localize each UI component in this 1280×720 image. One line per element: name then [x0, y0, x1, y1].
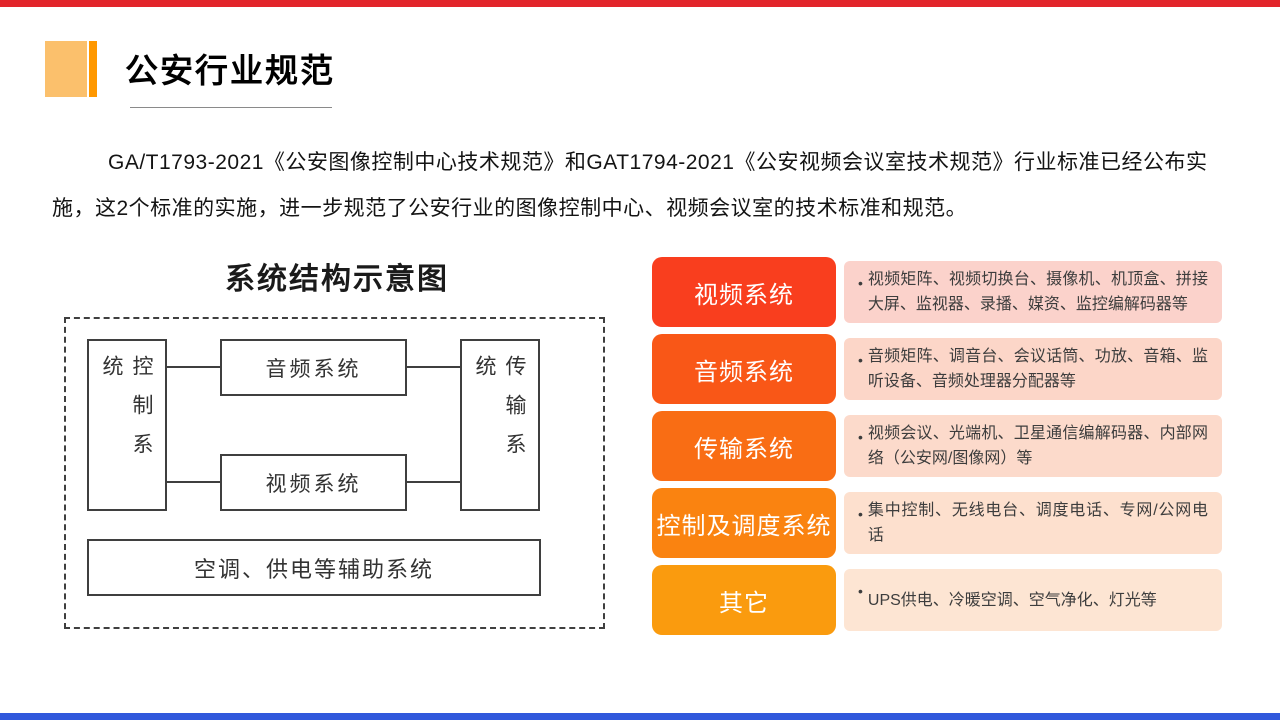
right-panel-row: 控制及调度系统 • 集中控制、无线电台、调度电话、专网/公网电话	[652, 488, 1222, 558]
row-description: • 视频会议、光端机、卫星通信编解码器、内部网络（公安网/图像网）等	[844, 415, 1222, 477]
diagram-box-label: 视频系统	[265, 471, 362, 496]
row-description-text: 音频矩阵、调音台、会议话筒、功放、音箱、监听设备、音频处理器分配器等	[867, 348, 1208, 390]
row-description: • UPS供电、冷暖空调、空气净化、灯光等	[844, 569, 1222, 631]
row-label-control-dispatch-system: 控制及调度系统	[652, 488, 836, 558]
row-description: • 集中控制、无线电台、调度电话、专网/公网电话	[844, 492, 1222, 554]
bullet-icon: •	[858, 506, 863, 522]
title-accent-square	[45, 41, 87, 97]
row-description-text: UPS供电、冷暖空调、空气净化、灯光等	[867, 591, 1157, 609]
row-label-audio-system: 音频系统	[652, 334, 836, 404]
diagram-box-label: 传输系统	[473, 355, 527, 472]
diagram-title: 系统结构示意图	[225, 263, 449, 296]
bullet-icon: •	[858, 583, 863, 599]
connector-line	[167, 481, 220, 483]
right-panel-row: 视频系统 • 视频矩阵、视频切换台、摄像机、机顶盒、拼接大屏、监视器、录播、媒资…	[652, 257, 1222, 327]
bullet-icon: •	[858, 429, 863, 445]
diagram-box-label: 控制系统	[100, 355, 154, 472]
row-label-video-system: 视频系统	[652, 257, 836, 327]
connector-line	[407, 366, 460, 368]
diagram-box-label: 音频系统	[265, 356, 362, 381]
right-panel-row: 音频系统 • 音频矩阵、调音台、会议话筒、功放、音箱、监听设备、音频处理器分配器…	[652, 334, 1222, 404]
diagram-box-auxiliary-system: 空调、供电等辅助系统	[87, 539, 541, 596]
row-description-text: 集中控制、无线电台、调度电话、专网/公网电话	[867, 502, 1208, 544]
row-label-other: 其它	[652, 565, 836, 635]
row-label-transport-system: 传输系统	[652, 411, 836, 481]
diagram-dashed-border	[64, 317, 605, 629]
bottom-accent-bar	[0, 713, 1280, 720]
row-description: • 视频矩阵、视频切换台、摄像机、机顶盒、拼接大屏、监视器、录播、媒资、监控编解…	[844, 261, 1222, 323]
title-underline	[130, 107, 332, 108]
intro-paragraph: GA/T1793-2021《公安图像控制中心技术规范》和GAT1794-2021…	[52, 151, 1208, 220]
connector-line	[167, 366, 220, 368]
row-description-text: 视频会议、光端机、卫星通信编解码器、内部网络（公安网/图像网）等	[867, 425, 1208, 467]
diagram-box-label: 空调、供电等辅助系统	[193, 557, 434, 583]
page-title: 公安行业规范	[125, 52, 335, 89]
diagram-box-audio-system: 音频系统	[220, 339, 407, 396]
row-description: • 音频矩阵、调音台、会议话筒、功放、音箱、监听设备、音频处理器分配器等	[844, 338, 1222, 400]
diagram-box-transport-system: 传输系统	[460, 339, 540, 511]
title-accent-stripe	[89, 41, 97, 97]
diagram-box-video-system: 视频系统	[220, 454, 407, 511]
bullet-icon: •	[858, 275, 863, 291]
connector-line	[407, 481, 460, 483]
bullet-icon: •	[858, 352, 863, 368]
right-panel-row: 其它 • UPS供电、冷暖空调、空气净化、灯光等	[652, 565, 1222, 635]
diagram-box-control-system: 控制系统	[87, 339, 167, 511]
right-panel-row: 传输系统 • 视频会议、光端机、卫星通信编解码器、内部网络（公安网/图像网）等	[652, 411, 1222, 481]
row-description-text: 视频矩阵、视频切换台、摄像机、机顶盒、拼接大屏、监视器、录播、媒资、监控编解码器…	[867, 271, 1208, 313]
top-accent-bar	[0, 0, 1280, 7]
